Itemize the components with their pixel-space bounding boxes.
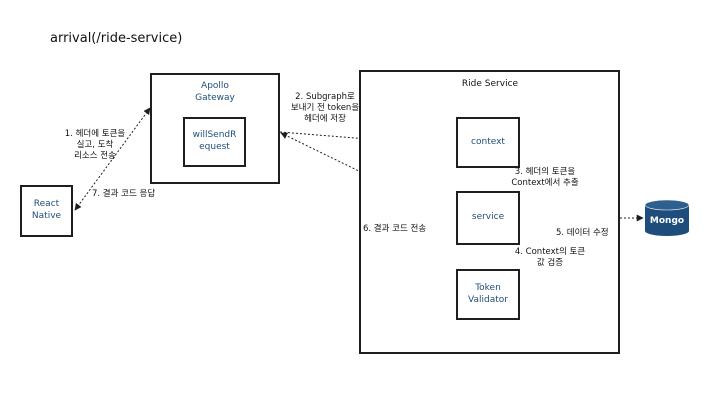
react-native-label: React Native	[31, 199, 62, 221]
mongo-label: Mongo	[649, 216, 685, 226]
react-native-box	[20, 185, 73, 237]
context-label: context	[471, 136, 505, 147]
context-box	[456, 117, 520, 168]
service-box	[456, 191, 520, 245]
edge-gateway-context	[279, 131, 456, 149]
apollo-gateway-label: Apollo Gateway	[195, 81, 235, 103]
step2-label: 2. Subgraph로 보내기 전 token을 헤더에 저장	[290, 92, 360, 125]
step7-label: 7. 결과 코드 응답	[92, 189, 156, 199]
edge-react-gateway	[74, 107, 151, 211]
will-send-request-label: willSendR equest	[192, 130, 237, 152]
page-title: arrival(/ride-service)	[50, 31, 183, 46]
token-validator-box	[456, 269, 520, 320]
step3-label: 3. 헤더의 토큰을 Context에서 추출	[511, 167, 579, 189]
step6-label: 6. 결과 코드 전송	[363, 224, 427, 234]
token-validator-label: Token Validator	[468, 282, 508, 305]
step4-label: 4. Context의 토큰 값 검증	[514, 247, 586, 269]
mongo-database-icon	[644, 199, 690, 236]
service-label: service	[471, 212, 505, 223]
step5-label: 5. 데이터 수정	[556, 228, 609, 238]
will-send-request-box	[183, 117, 246, 167]
ride-service-label: Ride Service	[461, 79, 519, 89]
step1-label: 1. 헤더에 토큰을 실고, 도착 리소스 전송	[64, 129, 126, 162]
